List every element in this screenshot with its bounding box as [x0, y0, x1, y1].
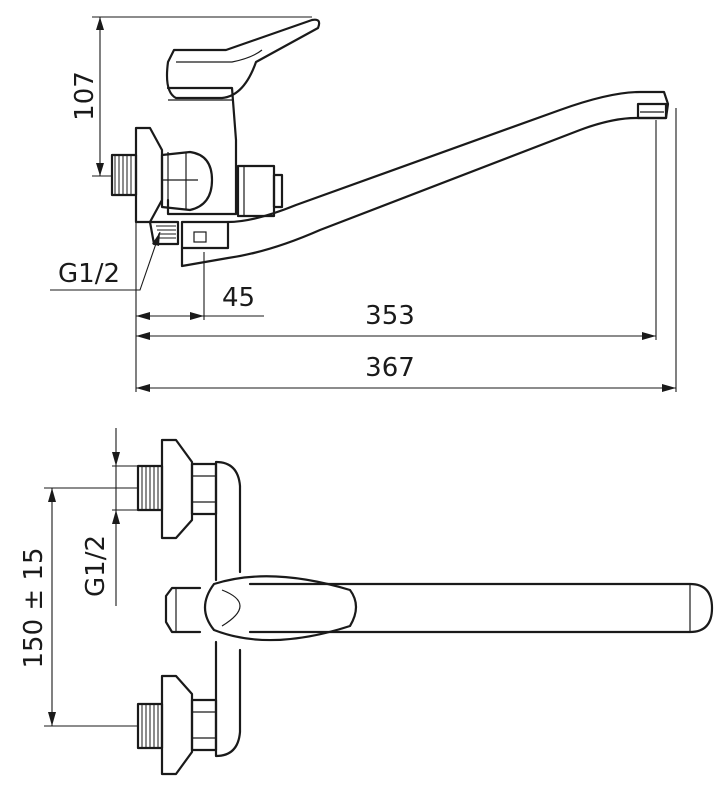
top-thread-label: G1/2: [81, 535, 111, 597]
side-diverter-knob: [236, 164, 284, 218]
side-lever-handle: [165, 18, 321, 100]
top-body-bar: [214, 460, 242, 758]
side-thread-callout: G1/2: [50, 231, 161, 291]
side-connector-nut: [160, 150, 214, 212]
top-upper-nut: [190, 462, 218, 516]
dim-offset-45: 45: [135, 222, 264, 392]
top-lever: [203, 575, 358, 642]
side-wall-flange: [134, 126, 164, 224]
top-view: G1/2 150 ± 15: [19, 428, 714, 776]
side-spout: [180, 90, 670, 268]
side-view: 107 G1/2 45 353: [50, 16, 677, 392]
dim-reach-353: 353: [136, 120, 657, 340]
dim-centers-150: 150 ± 15: [19, 487, 138, 727]
top-upper-thread: [136, 464, 164, 512]
side-inlet-thread: [110, 153, 138, 197]
dim-text-45: 45: [222, 283, 255, 313]
top-lower-nut: [190, 698, 218, 752]
top-lower-thread: [136, 702, 164, 750]
dim-text-107: 107: [70, 71, 100, 121]
side-mixer-body: [166, 86, 238, 216]
dim-text-367: 367: [365, 353, 415, 383]
side-shower-outlet: [148, 220, 180, 246]
top-diverter-knob: [164, 586, 202, 634]
side-spout-base: [180, 220, 230, 250]
top-spout: [248, 582, 714, 634]
dim-height-107: 107: [70, 16, 312, 177]
side-aerator: [636, 102, 668, 120]
dim-text-353: 353: [365, 301, 415, 331]
top-upper-flange: [160, 438, 194, 540]
side-thread-label: G1/2: [58, 259, 120, 289]
top-lower-flange: [160, 674, 194, 776]
top-thread-callout: G1/2: [81, 428, 138, 606]
dim-text-150: 150 ± 15: [19, 547, 49, 668]
dim-total-367: 367: [136, 108, 677, 392]
